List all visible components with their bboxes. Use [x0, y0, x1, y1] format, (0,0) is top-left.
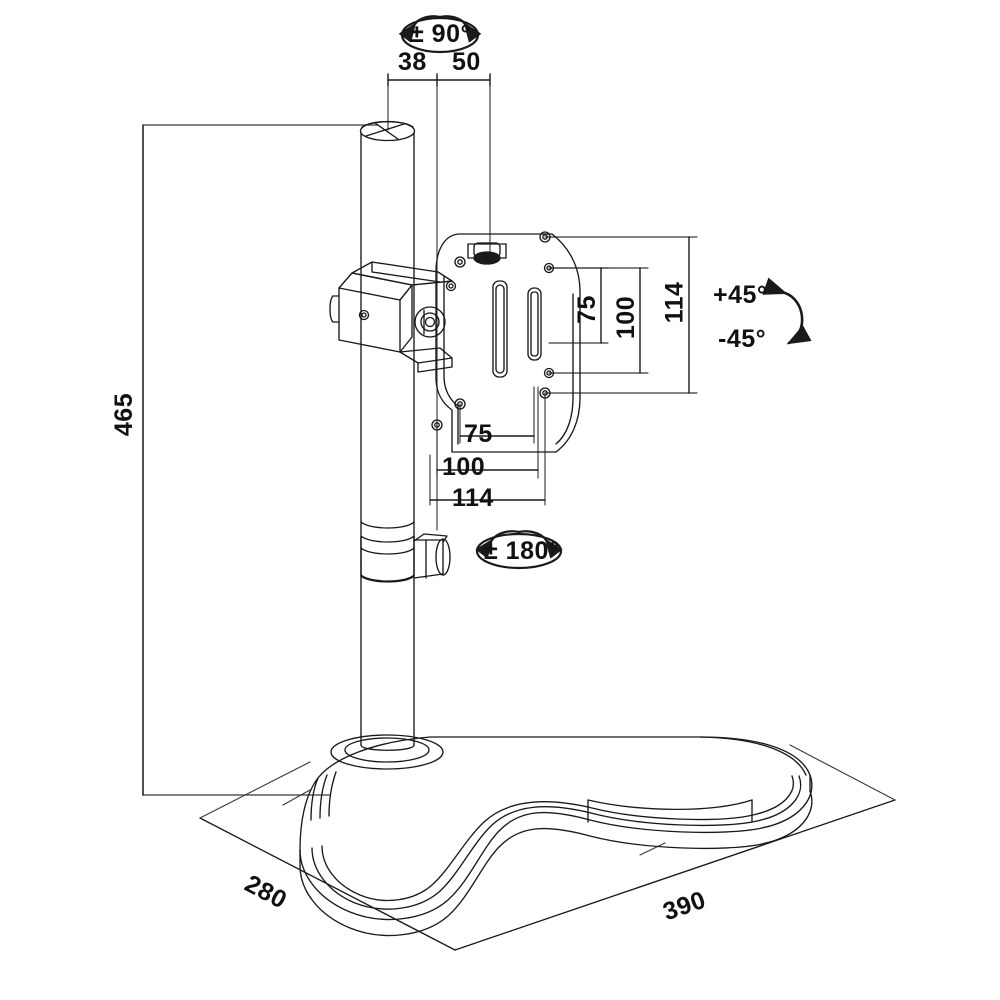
stand-base	[299, 736, 813, 937]
label-vesa-horizontal-outer: 114	[452, 484, 494, 512]
label-vesa-horizontal-inner: 75	[464, 420, 493, 448]
vesa-mount-plate	[431, 231, 581, 453]
collar-knob	[435, 538, 451, 576]
plate-bumper	[473, 251, 501, 265]
label-offset-far: 50	[452, 48, 481, 76]
rotation-ellipse-top	[398, 15, 482, 54]
dimension-lines	[142, 73, 896, 951]
pole-collar-clamp	[360, 533, 451, 583]
rotation-ellipse-base	[475, 530, 563, 570]
label-vesa-horizontal-mid: 100	[442, 453, 486, 481]
label-offset-near: 38	[398, 48, 427, 76]
tilt-curved-arrow	[762, 277, 812, 345]
stand-pole	[359, 120, 416, 746]
label-pole-rotation: ± 90°	[410, 20, 471, 48]
bracket-clamp-head	[329, 261, 453, 373]
pole-base-collar	[330, 734, 444, 770]
label-vesa-vertical-outer: 114	[660, 281, 689, 324]
label-tilt-down: -45°	[718, 325, 767, 353]
label-tilt-up: +45°	[713, 281, 768, 309]
label-total-height: 465	[110, 392, 139, 437]
label-vesa-vertical-mid: 100	[612, 295, 641, 340]
label-base-rotation: ± 180°	[484, 537, 560, 565]
label-vesa-vertical-inner: 75	[572, 295, 601, 324]
